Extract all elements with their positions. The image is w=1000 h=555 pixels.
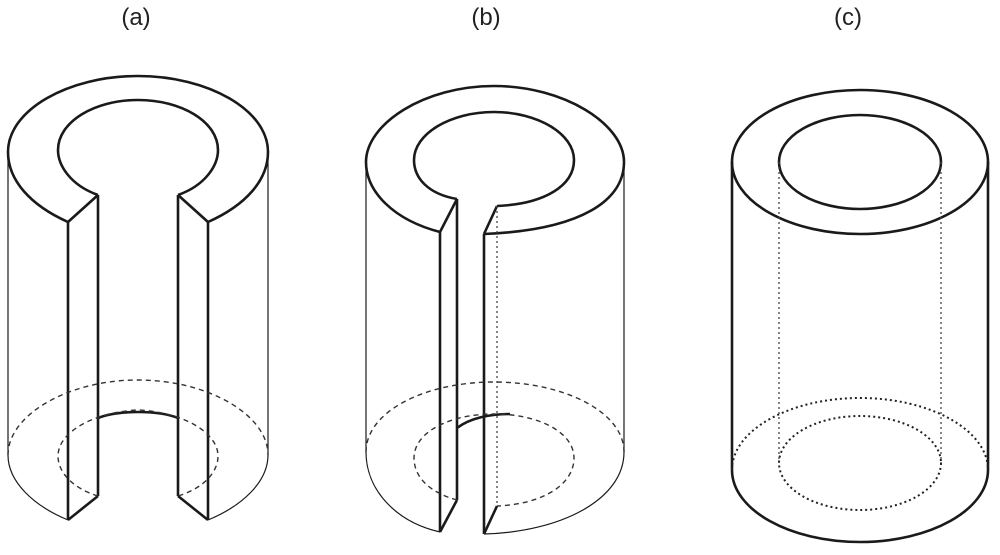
cylinder-b <box>366 86 624 534</box>
cylinder-a-slot-top-right <box>178 195 208 222</box>
cylinder-a-inner-back-bottom <box>98 412 178 418</box>
cylinder-c-top-inner <box>779 115 941 209</box>
cylinder-b-bottom-right-arc <box>484 452 624 534</box>
cylinder-a-hidden-outer-back <box>8 380 268 455</box>
cylinder-a-bottom-left-arc <box>8 455 68 520</box>
cylinder-a-slot-top-left <box>68 195 98 222</box>
cylinder-a-top-rim <box>8 76 268 222</box>
cylinder-c-hidden-bottom-back <box>732 398 988 470</box>
cylinder-a-bottom-right-arc <box>208 455 268 520</box>
cylinder-c-hidden-inner-bottom <box>779 416 941 510</box>
cylinder-b-bottom-left-arc <box>366 452 440 532</box>
cylinder-a-slot-bottom-right <box>178 496 208 520</box>
cylinder-c <box>732 90 988 542</box>
cylinder-b-slot-bottom-right <box>484 506 497 534</box>
cylinder-a-inner-hole <box>58 100 218 195</box>
cylinder-b-slot-top-left <box>440 199 457 232</box>
cylinder-b-slot-top-right <box>484 206 497 234</box>
cylinder-a <box>8 76 268 520</box>
cylinder-b-inner-hole <box>414 112 574 206</box>
cylinder-b-slot-bottom-left <box>440 500 457 532</box>
cylinder-b-hidden-outer-back <box>366 382 624 452</box>
cylinder-b-hidden-inner-bottom <box>414 414 574 506</box>
cylinder-c-top-outer <box>732 90 988 234</box>
cylinder-a-hidden-inner-bottom <box>58 410 218 496</box>
cylinder-a-slot-bottom-left <box>68 496 98 520</box>
cylinder-c-bottom-front <box>732 470 988 542</box>
